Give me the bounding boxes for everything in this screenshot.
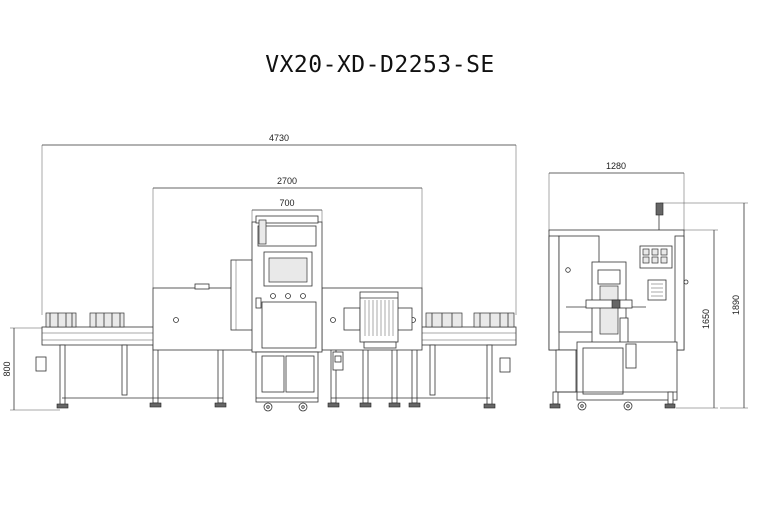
dim-label-700: 700 [279,198,294,208]
dim-label-2700: 2700 [277,176,297,186]
drawing-title: VX20-XD-D2253-SE [265,52,495,78]
left-tunnel [152,259,254,351]
dim-label-1890: 1890 [731,295,741,315]
dimension-body-length: 2700 [152,176,423,288]
right-guides [425,312,515,373]
conveyor-legs [56,344,496,409]
dimension-side-height-1: 1650 [676,229,718,409]
left-guides [35,312,125,372]
dimension-side-width: 1280 [548,161,685,232]
dim-label-4730: 4730 [269,133,289,143]
right-tunnel [321,287,423,351]
dim-label-1280: 1280 [606,161,626,171]
dimension-side-height-2: 1890 [660,202,748,409]
front-view [35,215,517,412]
dimension-overall-length: 4730 [41,133,517,315]
dimension-center-width: 700 [251,198,323,222]
side-view [548,202,689,411]
center-cabinet [251,215,344,412]
dim-label-800: 800 [2,361,12,376]
dim-label-1650: 1650 [701,309,711,329]
